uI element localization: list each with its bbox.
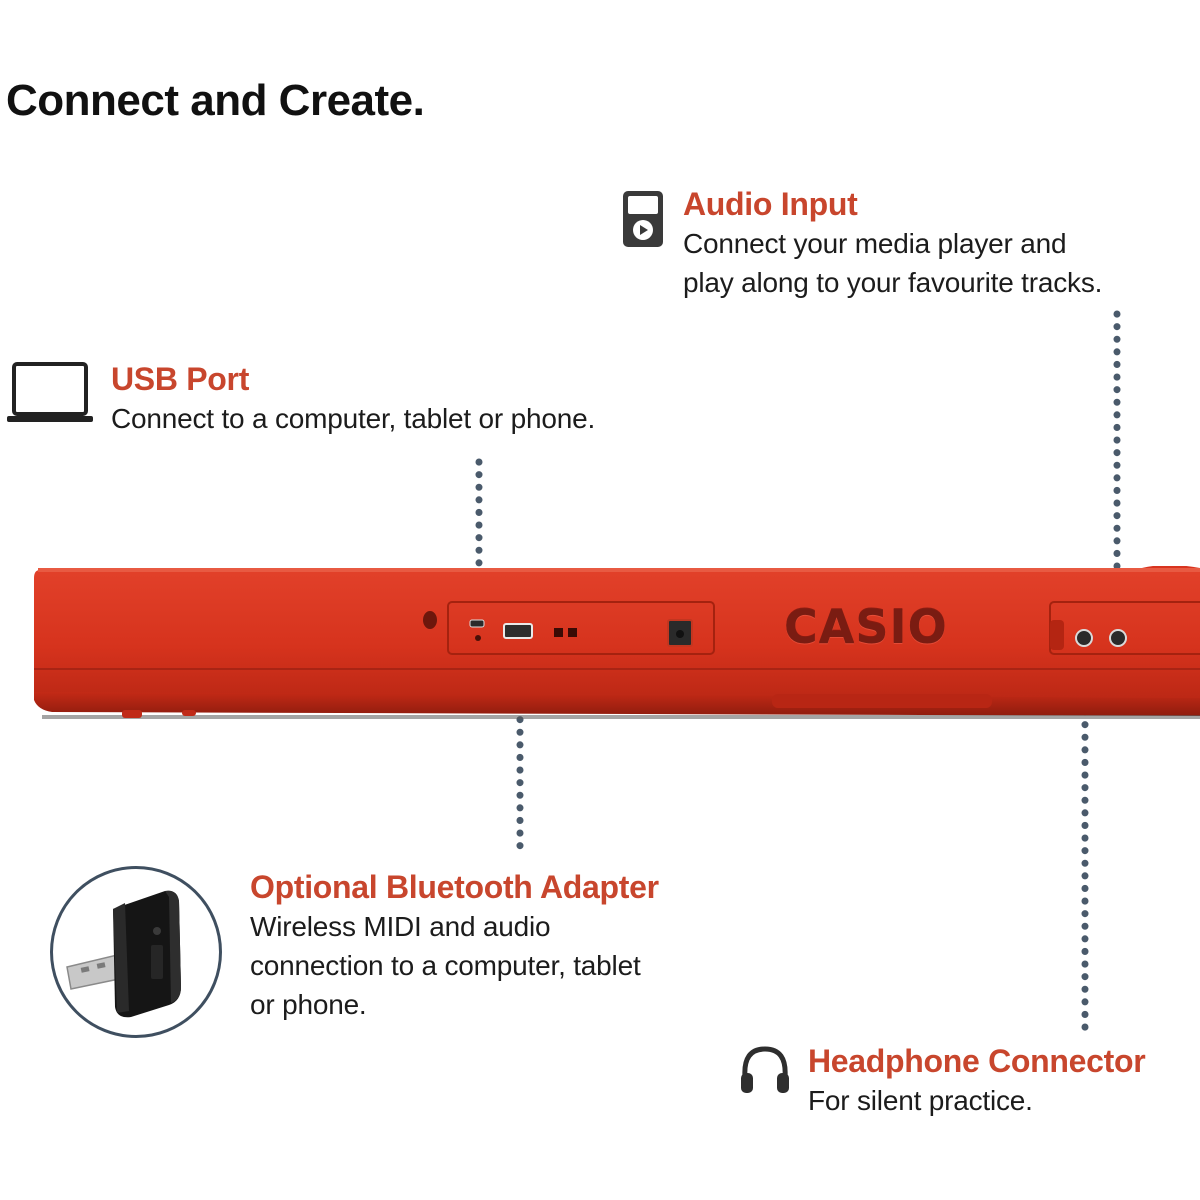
bluetooth-line-1: Wireless MIDI and audio xyxy=(250,911,551,942)
audio-input-feature: Audio Input Connect your media player an… xyxy=(683,184,1102,302)
bluetooth-adapter-image xyxy=(50,866,222,1038)
bluetooth-feature: Optional Bluetooth Adapter Wireless MIDI… xyxy=(250,867,659,1024)
bluetooth-line-2: connection to a computer, tablet xyxy=(250,950,641,981)
page-title: Connect and Create. xyxy=(6,76,425,125)
audio-input-title: Audio Input xyxy=(683,186,858,222)
keyboard-rear-panel xyxy=(32,565,1200,722)
headphones-icon xyxy=(738,1043,792,1102)
headphone-feature: Headphone Connector For silent practice. xyxy=(808,1041,1146,1120)
usb-port-line-1: Connect to a computer, tablet or phone. xyxy=(111,403,596,434)
usb-leader-dots xyxy=(475,458,483,608)
audio-leader-dots xyxy=(1113,310,1121,630)
laptop-icon xyxy=(6,362,94,429)
casio-logo: CASIO xyxy=(784,600,948,654)
usb-port-feature: USB Port Connect to a computer, tablet o… xyxy=(111,359,595,438)
bluetooth-title: Optional Bluetooth Adapter xyxy=(250,869,659,905)
audio-input-line-1: Connect your media player and xyxy=(683,228,1067,259)
headphone-line-1: For silent practice. xyxy=(808,1085,1033,1116)
usb-port-title: USB Port xyxy=(111,361,250,397)
headphone-title: Headphone Connector xyxy=(808,1043,1146,1079)
audio-input-line-2: play along to your favourite tracks. xyxy=(683,267,1103,298)
bluetooth-leader-dots xyxy=(516,640,524,852)
media-player-icon xyxy=(622,190,664,253)
bluetooth-line-3: or phone. xyxy=(250,989,367,1020)
